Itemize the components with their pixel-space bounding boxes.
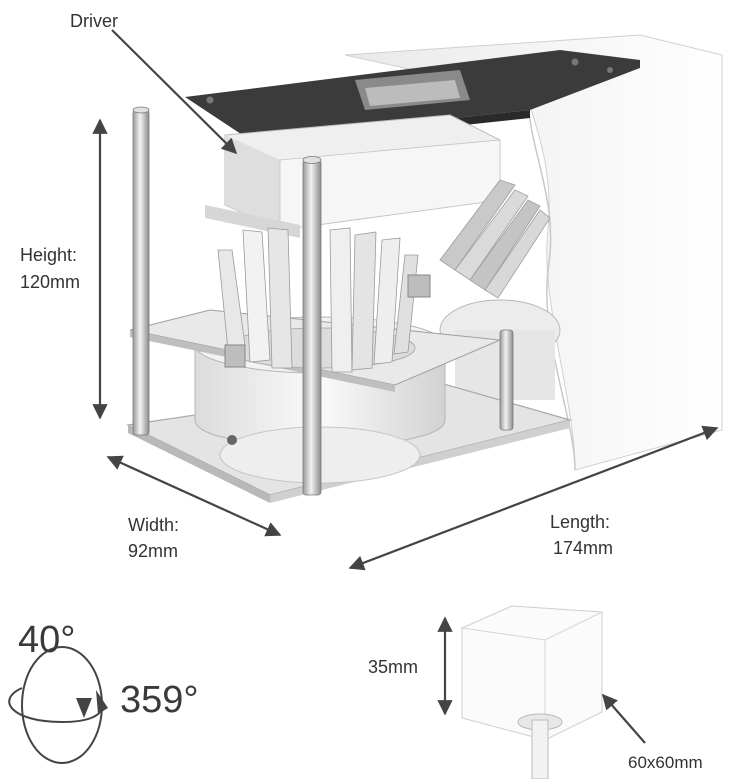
driver-unit <box>205 114 501 238</box>
junction-box <box>437 605 646 780</box>
width-arrow <box>106 455 282 537</box>
length-arrow <box>348 425 719 571</box>
box-size-pointer-arrow <box>601 693 646 744</box>
tilt-angle: 40° <box>18 619 76 661</box>
rear-heatsink <box>439 179 561 400</box>
front-heatsink-fins <box>217 227 431 373</box>
driver-pointer-arrow <box>111 29 238 155</box>
length-value: 174mm <box>553 538 614 558</box>
box-height-label: 35mm <box>368 657 419 677</box>
length-title: Length: <box>550 512 611 532</box>
dimension-arrows <box>92 29 719 571</box>
width-title: Width: <box>128 515 180 535</box>
height-title: Height: <box>20 245 78 265</box>
width-value: 92mm <box>128 541 179 561</box>
box-size-label: 60x60mm <box>628 753 703 772</box>
driver-label: Driver <box>70 11 118 31</box>
support-rods <box>132 106 514 496</box>
height-value: 120mm <box>20 272 81 292</box>
rotation-tilt-icon <box>8 646 108 764</box>
rotation-angle: 359° <box>120 679 199 721</box>
